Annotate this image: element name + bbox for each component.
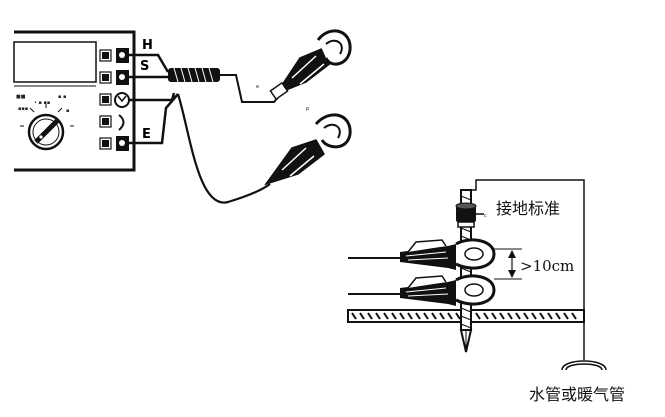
earth-resistance-meter: ■■ • ▪ ▪▪ ▪ ▪ ▪▪▪ ▪ bbox=[13, 30, 153, 172]
svg-text:▪ ▪: ▪ ▪ bbox=[58, 94, 66, 100]
lower-clamp-label: p bbox=[306, 106, 309, 112]
svg-text:▪: ▪ bbox=[66, 108, 69, 114]
ground-standard-block: c bbox=[455, 202, 487, 228]
terminal-label-h: H bbox=[142, 38, 153, 53]
lower-clamp-jaw bbox=[314, 113, 352, 149]
upper-clamp-jaw bbox=[316, 29, 352, 66]
lower-clamp: p bbox=[264, 106, 352, 186]
upper-clamp: e bbox=[256, 29, 352, 101]
svg-text:▪▪▪: ▪▪▪ bbox=[18, 106, 28, 112]
terminal-label-e: E bbox=[142, 127, 151, 142]
meter-cables bbox=[129, 53, 287, 204]
meter-scale-markings: ■■ • ▪ ▪▪ ▪ ▪ ▪▪▪ ▪ bbox=[16, 94, 74, 127]
terminal-label-s: S bbox=[140, 59, 149, 74]
meter-terminals bbox=[114, 48, 130, 151]
twisted-cable-bundle bbox=[168, 68, 220, 82]
lower-clamp-handle bbox=[264, 139, 325, 186]
terminal-c-socket[interactable] bbox=[118, 114, 125, 131]
lower-installed-clamp bbox=[400, 274, 496, 306]
svg-text:• ▪ ▪▪: • ▪ ▪▪ bbox=[34, 100, 50, 106]
upper-clamp-label: e bbox=[256, 84, 259, 90]
clamp-spacing-label: >10cm bbox=[520, 257, 574, 275]
svg-text:■■: ■■ bbox=[16, 94, 26, 100]
range-dial[interactable] bbox=[27, 113, 65, 151]
upper-installed-clamp bbox=[400, 238, 496, 270]
ground-standard-label: 接地标准 bbox=[496, 199, 560, 218]
meter-buttons bbox=[99, 49, 112, 150]
clamp-spacing-dimension bbox=[494, 248, 522, 280]
svg-text:c: c bbox=[484, 213, 487, 219]
pipe-label: 水管或暖气管 bbox=[529, 385, 625, 404]
pipe-symbol bbox=[561, 360, 607, 371]
meter-display bbox=[13, 41, 97, 83]
reference-wire bbox=[466, 179, 585, 360]
installation-detail: c bbox=[347, 179, 625, 404]
